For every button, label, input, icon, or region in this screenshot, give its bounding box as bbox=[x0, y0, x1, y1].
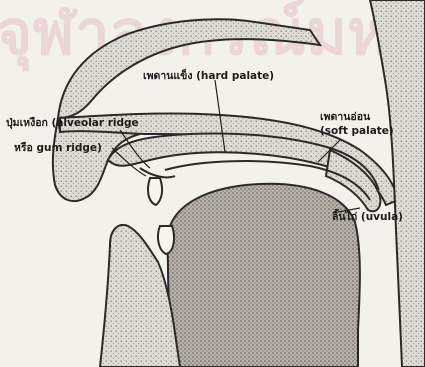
upper-incisor bbox=[148, 178, 162, 205]
label-hard-palate: เพดานแข็ง (hard palate) bbox=[143, 68, 274, 82]
lower-incisor bbox=[158, 226, 174, 254]
label-soft-palate-line2: (soft palate) bbox=[320, 125, 394, 137]
label-alveolar-line1: ปุ่มเหงือก (alveolar ridge bbox=[6, 116, 139, 130]
label-alveolar-line2: หรือ gum ridge) bbox=[14, 141, 102, 154]
label-soft-palate-line1: เพดานอ่อน bbox=[320, 111, 371, 123]
label-uvula: ลิ้นไก่ (uvula) bbox=[331, 208, 403, 223]
